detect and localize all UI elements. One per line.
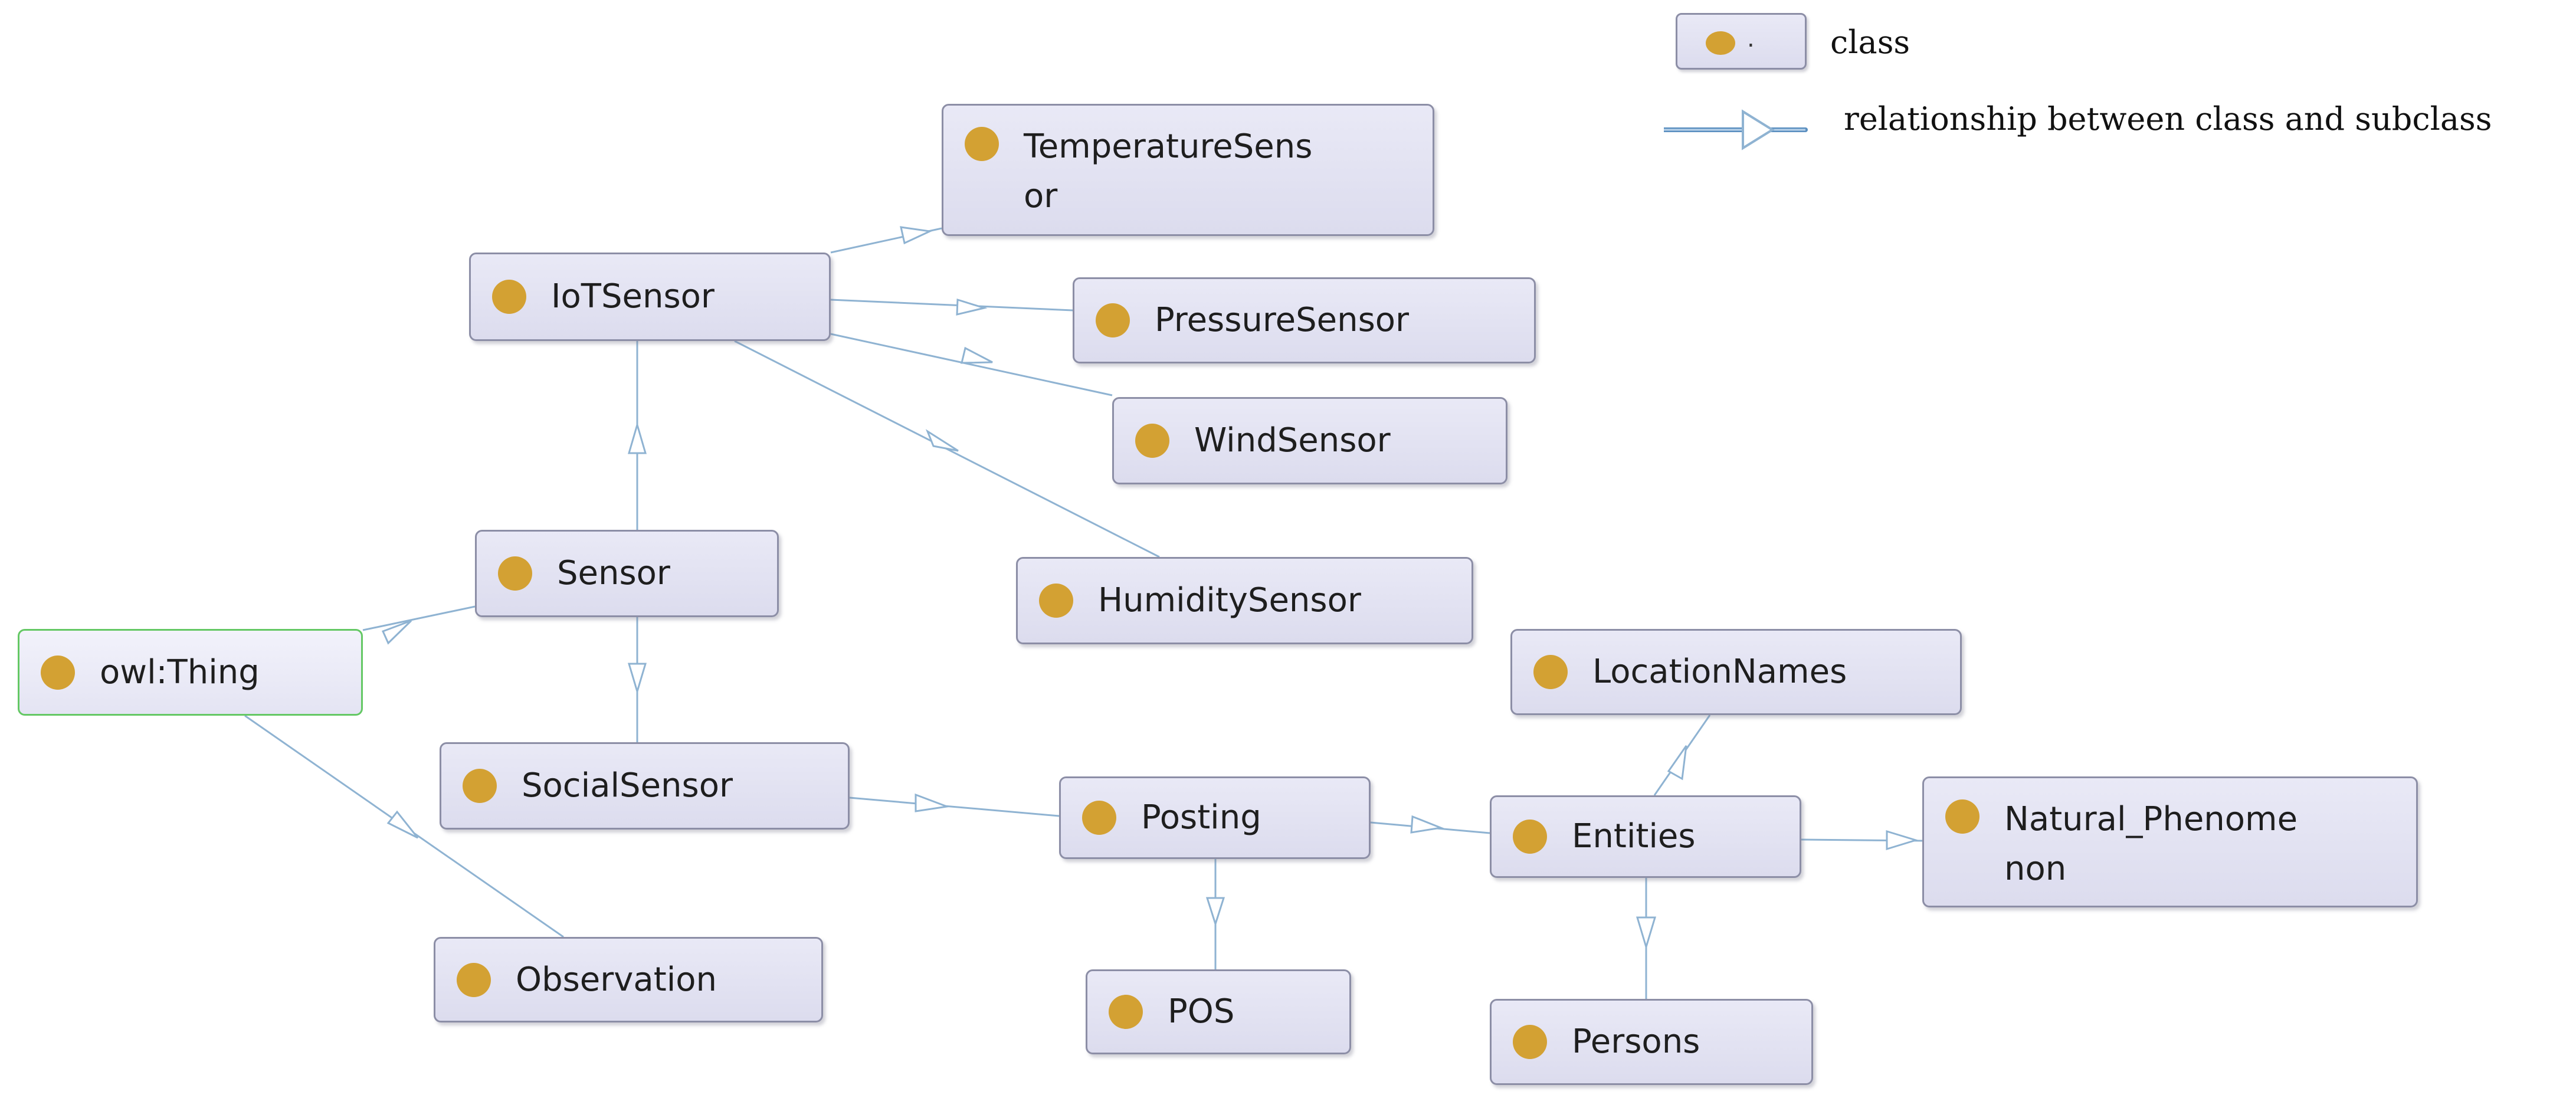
node-label: SocialSensor <box>522 766 733 805</box>
node-temperaturesensor[interactable]: TemperatureSens or <box>942 104 1434 236</box>
class-icon <box>457 962 491 997</box>
arrowhead-icon <box>925 429 959 452</box>
node-socialsensor[interactable]: SocialSensor <box>440 742 850 830</box>
arrowhead-icon <box>1410 815 1444 834</box>
arrowhead-icon <box>1636 916 1657 950</box>
node-windsensor[interactable]: WindSensor <box>1112 397 1507 484</box>
arrowhead-icon <box>386 810 419 839</box>
node-iotsensor[interactable]: IoTSensor <box>469 253 831 341</box>
node-label: WindSensor <box>1194 421 1391 460</box>
node-label: Posting <box>1141 798 1261 837</box>
node-label: owl:Thing <box>100 653 260 691</box>
node-label: Observation <box>516 960 717 999</box>
node-natural-phenomenon[interactable]: Natural_Phenome non <box>1922 776 2418 907</box>
node-label: LocationNames <box>1592 653 1847 691</box>
arrowhead-icon <box>956 298 988 316</box>
arrowhead-icon <box>961 346 993 364</box>
arrowhead-icon <box>915 793 951 812</box>
arrowhead-icon <box>381 620 412 645</box>
class-icon <box>1109 995 1143 1029</box>
legend-relationship-label: relationship between class and subclass <box>1844 100 2492 137</box>
node-observation[interactable]: Observation <box>434 937 823 1022</box>
edge-iotsensor-windsensor <box>830 333 1113 396</box>
legend-class-label: class <box>1830 24 1910 61</box>
legend-relationship-arrow-icon <box>1664 109 1808 150</box>
node-label: Entities <box>1572 817 1696 856</box>
class-icon <box>1039 584 1073 618</box>
node-label: PressureSensor <box>1155 301 1410 339</box>
node-label: Persons <box>1572 1022 1700 1061</box>
node-owl-thing[interactable]: owl:Thing <box>18 629 363 716</box>
class-icon <box>1135 424 1169 458</box>
class-icon <box>498 556 532 591</box>
class-icon <box>492 280 526 314</box>
arrowhead-icon <box>900 226 933 245</box>
class-icon <box>1706 31 1735 55</box>
legend-class-symbol-text: . <box>1747 25 1755 53</box>
arrowhead-icon <box>628 421 647 454</box>
node-label: HumiditySensor <box>1098 581 1361 620</box>
node-pressuresensor[interactable]: PressureSensor <box>1073 277 1536 363</box>
node-label: Sensor <box>557 554 670 592</box>
class-icon <box>463 769 497 803</box>
node-entities[interactable]: Entities <box>1490 795 1801 878</box>
class-icon <box>1945 799 1979 834</box>
node-pos[interactable]: POS <box>1086 969 1351 1054</box>
class-icon <box>41 655 75 690</box>
legend-class-symbol: . <box>1676 13 1807 70</box>
node-posting[interactable]: Posting <box>1059 776 1371 859</box>
node-locationnames[interactable]: LocationNames <box>1510 629 1962 715</box>
node-humiditysensor[interactable]: HumiditySensor <box>1016 557 1473 644</box>
class-icon <box>1513 820 1547 854</box>
node-label: TemperatureSens or <box>1024 127 1313 215</box>
arrowhead-icon <box>627 663 647 695</box>
node-label: Natural_Phenome non <box>2004 800 2298 888</box>
node-label: IoTSensor <box>551 277 715 316</box>
node-sensor[interactable]: Sensor <box>475 530 779 617</box>
class-icon <box>1533 655 1568 689</box>
class-icon <box>1513 1025 1547 1059</box>
edge-socialsensor-posting <box>849 797 1060 817</box>
edge-owl-thing-sensor <box>362 605 476 631</box>
edge-iotsensor-pressuresensor <box>830 299 1073 312</box>
arrowhead-icon <box>1886 830 1919 851</box>
node-label: POS <box>1168 992 1235 1031</box>
class-icon <box>1096 303 1130 337</box>
class-icon <box>1082 801 1116 835</box>
arrowhead-icon <box>1205 897 1225 927</box>
arrowhead-icon <box>1667 745 1687 781</box>
node-persons[interactable]: Persons <box>1490 999 1813 1085</box>
class-icon <box>965 127 999 161</box>
